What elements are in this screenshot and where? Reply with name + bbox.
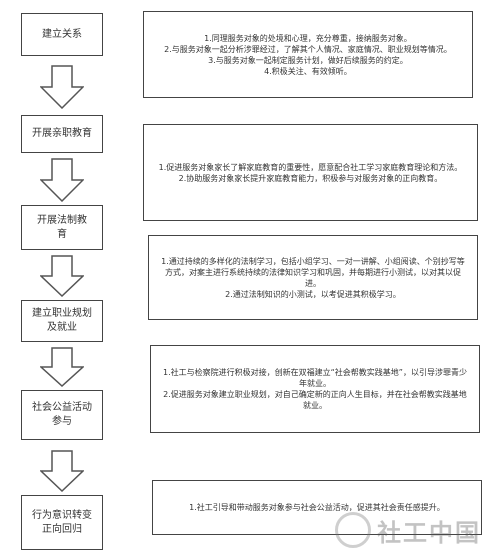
- stage-label-1: 建立关系: [42, 28, 82, 40]
- description-1-line-3: 3.与服务对象一起制定服务计划，做好后续服务的约定。: [208, 55, 408, 65]
- watermark-logo-icon: [335, 512, 371, 548]
- down-arrow-icon-2: [40, 158, 84, 202]
- stage-label-3: 开展法制教 育: [37, 214, 87, 240]
- description-box-5: 1.社工引导和带动服务对象参与社会公益活动，促进其社会责任感提升。: [152, 480, 482, 535]
- description-3-line-2: 2.通过法制知识的小测试，以考促进其积极学习。: [225, 289, 401, 299]
- down-arrow-icon-4: [40, 347, 84, 387]
- description-2-line-2: 2.协助服务对象家长提升家庭教育能力，积极参与对服务对象的正向教育。: [178, 173, 443, 183]
- stage-box-4: 建立职业规划 及就业: [21, 300, 103, 342]
- stage-box-6: 行为意识转变 正向回归: [21, 495, 103, 550]
- stage-label-5: 社会公益活动 参与: [32, 402, 92, 427]
- description-1-line-4: 4.积极关注、有效倾听。: [264, 66, 352, 76]
- stage-box-1: 建立关系: [21, 13, 103, 56]
- stage-label-6: 行为意识转变 正向回归: [32, 509, 92, 535]
- stage-box-3: 开展法制教 育: [21, 205, 103, 250]
- stage-box-2: 开展亲职教育: [21, 115, 103, 153]
- description-box-3: 1.通过持续的多样化的法制学习，包括小组学习、一对一讲解、小组阅读、个别抄写等方…: [148, 235, 478, 320]
- description-1-line-1: 1.同理服务对象的处境和心理，充分尊重，接纳服务对象。: [204, 33, 412, 43]
- description-box-4: 1.社工与检察院进行积极对接，创新在双福建立“社会帮教实践基地”，以引导涉罪青少…: [150, 345, 480, 433]
- description-2-line-1: 1.促进服务对象家长了解家庭教育的重要性，愿意配合社工学习家庭教育理论和方法。: [158, 162, 463, 172]
- description-4-line-2: 2.促进服务对象建立职业规划，对自己确定新的正向人生目标，并在社会帮教实践基地就…: [163, 390, 467, 410]
- description-box-1: 1.同理服务对象的处境和心理，充分尊重，接纳服务对象。 2.与服务对象一起分析涉…: [143, 11, 473, 98]
- down-arrow-icon-1: [40, 65, 84, 109]
- description-3-line-1: 1.通过持续的多样化的法制学习，包括小组学习、一对一讲解、小组阅读、个别抄写等方…: [161, 256, 465, 288]
- stage-box-5: 社会公益活动 参与: [21, 390, 103, 440]
- watermark: 社工中国: [335, 505, 500, 555]
- description-box-2: 1.促进服务对象家长了解家庭教育的重要性，愿意配合社工学习家庭教育理论和方法。 …: [143, 124, 478, 221]
- down-arrow-icon-5: [40, 450, 84, 492]
- watermark-text: 社工中国: [377, 518, 481, 547]
- stage-label-2: 开展亲职教育: [32, 128, 92, 139]
- stage-label-4: 建立职业规划 及就业: [32, 308, 92, 333]
- description-5-line-1: 1.社工引导和带动服务对象参与社会公益活动，促进其社会责任感提升。: [189, 503, 445, 512]
- down-arrow-icon-3: [40, 255, 84, 297]
- description-4-line-1: 1.社工与检察院进行积极对接，创新在双福建立“社会帮教实践基地”，以引导涉罪青少…: [163, 368, 467, 388]
- description-1-line-2: 2.与服务对象一起分析涉罪经过，了解其个人情况、家庭情况、职业规划等情况。: [164, 44, 452, 54]
